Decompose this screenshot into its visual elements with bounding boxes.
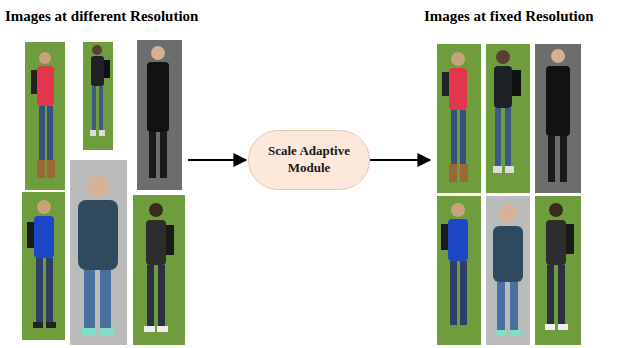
photo [437, 196, 481, 345]
photo-ground [535, 44, 581, 193]
jacket [449, 68, 467, 110]
coat [546, 66, 570, 136]
boot [47, 160, 55, 178]
leg [99, 86, 103, 130]
leg [47, 106, 53, 162]
shoe [46, 322, 56, 328]
head [496, 50, 510, 64]
jacket [448, 219, 468, 261]
jacket [546, 220, 566, 265]
jacket [91, 56, 104, 86]
photo-ground [25, 42, 65, 190]
leg [92, 86, 96, 130]
leg [460, 110, 466, 166]
photo [133, 195, 185, 345]
photo-ground [137, 40, 182, 190]
leg [560, 136, 567, 182]
leg [450, 261, 457, 325]
leg [460, 261, 467, 325]
group-heading: Images at different Resolution [5, 8, 198, 25]
photo [486, 44, 530, 193]
image-group: Images at different Resolution [20, 8, 188, 344]
jacket [494, 66, 512, 108]
leg [147, 265, 154, 327]
shoe [90, 130, 96, 136]
photo-ground [133, 195, 185, 345]
head [87, 175, 109, 197]
shoe [558, 324, 568, 330]
leg [36, 258, 43, 324]
shoe [495, 330, 506, 336]
group-heading: Images at fixed Resolution [424, 8, 594, 25]
boot [37, 160, 45, 178]
photo-ground [22, 192, 65, 340]
head [39, 52, 51, 64]
leg [158, 265, 165, 327]
leg [497, 282, 505, 332]
leg [149, 132, 156, 178]
leg [510, 282, 518, 332]
photo [486, 196, 530, 345]
photo [535, 196, 581, 345]
leg [84, 270, 95, 330]
leg [548, 136, 555, 182]
flow-arrow [370, 159, 430, 161]
photo-ground [535, 196, 581, 345]
head [151, 46, 165, 60]
shoe [505, 166, 514, 173]
jacket [493, 226, 523, 282]
photo [70, 160, 127, 345]
photo [22, 192, 65, 340]
head [451, 52, 465, 66]
coat [147, 62, 169, 132]
photo-ground [83, 42, 113, 150]
head [549, 203, 563, 217]
leg [46, 258, 53, 324]
shoe [99, 130, 105, 136]
flow-arrow [188, 159, 246, 161]
photo-ground [486, 44, 530, 193]
boot [460, 164, 468, 182]
leg [39, 106, 45, 162]
leg [547, 265, 554, 325]
shoe [100, 328, 114, 336]
photo-ground [486, 196, 530, 345]
photo [83, 42, 113, 150]
module-label: Scale Adaptive Module [261, 143, 357, 177]
photo [25, 42, 65, 190]
head [37, 200, 51, 214]
shoe [510, 330, 521, 336]
shoe [493, 166, 502, 173]
photo-ground [437, 196, 481, 345]
photo-ground [70, 160, 127, 345]
shoe [33, 322, 43, 328]
leg [160, 132, 167, 178]
photo [535, 44, 581, 193]
leg [451, 110, 457, 166]
shoe [545, 324, 555, 330]
shoe [157, 326, 168, 332]
photo-ground [437, 44, 481, 193]
leg [100, 270, 111, 330]
shoe [144, 326, 155, 332]
jacket [78, 200, 118, 270]
boot [449, 164, 457, 182]
module-pill: Scale Adaptive Module [248, 130, 370, 190]
leg [558, 265, 565, 325]
head [451, 203, 465, 217]
head [92, 45, 102, 55]
leg [495, 108, 501, 168]
photo [137, 40, 182, 190]
leg [505, 108, 511, 168]
head [499, 204, 517, 222]
photo [437, 44, 481, 193]
head [149, 203, 163, 217]
head [551, 49, 565, 63]
jacket [146, 220, 166, 265]
image-group: Images at fixed Resolution [432, 8, 587, 344]
jacket [37, 66, 54, 106]
shoe [82, 328, 96, 336]
jacket [34, 216, 54, 258]
